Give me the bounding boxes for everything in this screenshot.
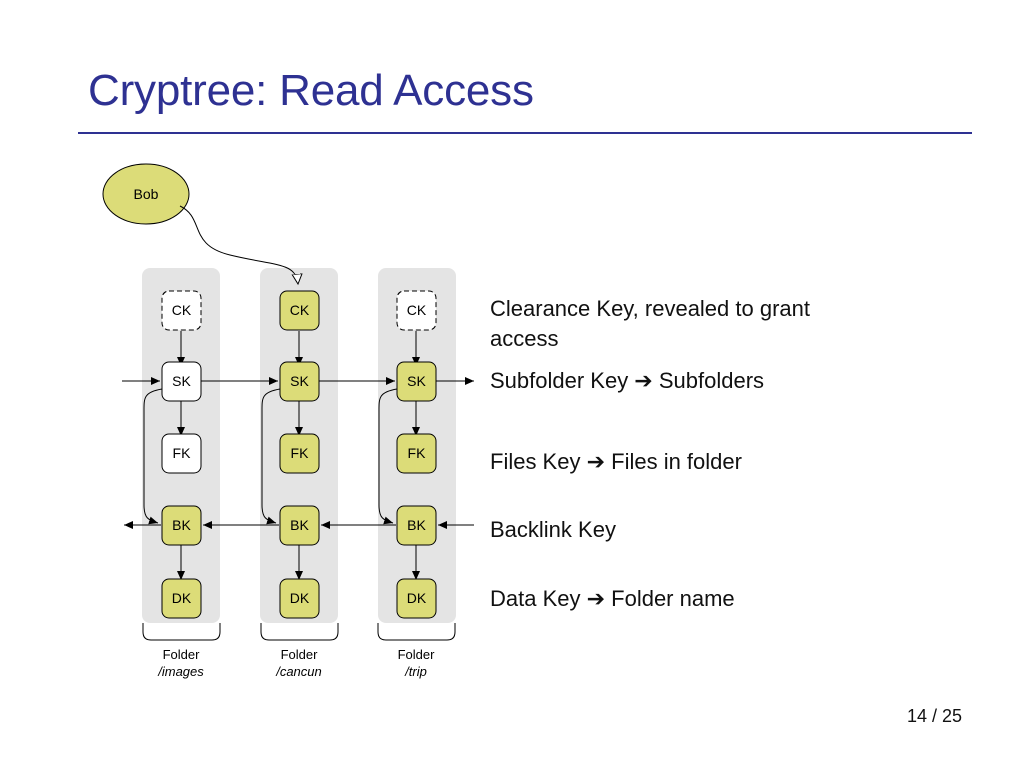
title-underline: [78, 132, 972, 134]
dk-cancun-box: [279, 578, 320, 619]
dk-cancun-label: DK: [290, 590, 310, 606]
folder-images-caption: Folder: [163, 647, 201, 662]
bk-images-box: [161, 505, 202, 546]
bk-trip-label: BK: [407, 517, 426, 533]
page-number: 14 / 25: [906, 706, 962, 726]
dk-images-box: [161, 578, 202, 619]
sk-cancun-box: [279, 361, 320, 402]
fk-cancun-box: [279, 433, 320, 474]
ck-images-label: CK: [172, 302, 192, 318]
folder-braces: [142, 623, 456, 641]
folder-images-path: /images: [157, 664, 204, 679]
slide-title: Cryptree: Read Access: [88, 66, 534, 115]
sk-trip-label: SK: [407, 373, 426, 389]
ck-cancun-box: [279, 290, 320, 331]
legend-fk: Files Key ➔ Files in folder: [490, 449, 742, 474]
dk-trip-box: [396, 578, 437, 619]
bk-trip-box: [396, 505, 437, 546]
sk-cancun-label: SK: [290, 373, 309, 389]
bob-node: [102, 163, 190, 225]
legend-dk: Data Key ➔ Folder name: [490, 586, 735, 611]
folder-trip-path: /trip: [404, 664, 427, 679]
ck-trip-box: [396, 290, 437, 331]
ck-trip-label: CK: [407, 302, 427, 318]
fk-images-label: FK: [173, 445, 192, 461]
bob-label: Bob: [134, 186, 159, 202]
dk-trip-label: DK: [407, 590, 427, 606]
fk-trip-label: FK: [408, 445, 427, 461]
sk-to-bk-links: [143, 388, 398, 525]
folder-cancun-path: /cancun: [275, 664, 322, 679]
ck-cancun-label: CK: [290, 302, 310, 318]
ck-images-box: [161, 290, 202, 331]
fk-trip-box: [396, 433, 437, 474]
sk-trip-box: [396, 361, 437, 402]
bk-images-label: BK: [172, 517, 191, 533]
legend-sk: Subfolder Key ➔ Subfolders: [490, 368, 765, 393]
folder-cancun-caption: Folder: [281, 647, 319, 662]
fk-cancun-label: FK: [291, 445, 310, 461]
bk-cancun-box: [279, 505, 320, 546]
sk-images-box: [161, 361, 202, 402]
fk-images-box: [161, 433, 202, 474]
sk-images-label: SK: [172, 373, 191, 389]
dk-images-label: DK: [172, 590, 192, 606]
legend-bk: Backlink Key: [490, 517, 616, 542]
bob-to-ck-arrow: [179, 205, 298, 284]
bk-cancun-label: BK: [290, 517, 309, 533]
legend-ck: Clearance Key, revealed to grant access: [490, 296, 810, 351]
folder-trip-caption: Folder: [398, 647, 436, 662]
vertical-arrows: [177, 331, 420, 580]
